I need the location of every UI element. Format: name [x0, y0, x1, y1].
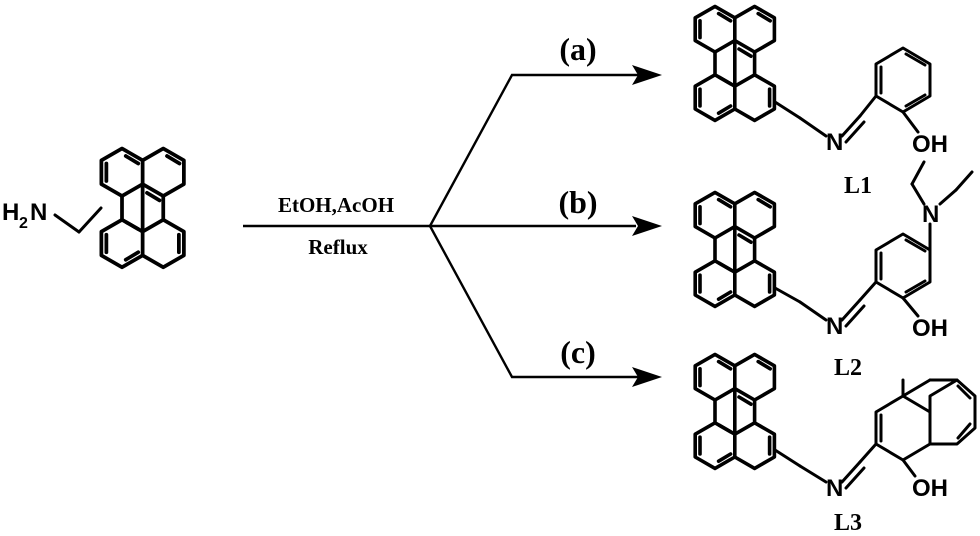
svg-text:2: 2 — [19, 215, 28, 232]
amine-label: H 2 N — [2, 199, 47, 232]
product-l2-structure — [693, 160, 974, 328]
svg-text:H: H — [2, 199, 19, 226]
l2-amine-n-atom: N — [922, 201, 939, 228]
step-b-label: (b) — [558, 184, 597, 220]
product-l2-label: L2 — [834, 355, 862, 381]
l1-n-atom: N — [826, 129, 843, 156]
product-l1-structure — [693, 4, 932, 144]
svg-text:N: N — [30, 199, 47, 226]
l2-n-atom: N — [826, 313, 843, 340]
step-c-label: (c) — [560, 334, 596, 370]
start-material-pyrene — [53, 146, 186, 270]
product-l1-label: L1 — [844, 173, 872, 199]
product-l3-label: L3 — [834, 510, 862, 536]
reaction-arrows — [243, 65, 662, 387]
l2-oh-group: OH — [912, 315, 948, 342]
l3-n-atom: N — [826, 475, 843, 502]
l1-oh-group: OH — [912, 131, 948, 158]
reflux-label: Reflux — [308, 235, 368, 259]
solvent-label: EtOH,AcOH — [278, 193, 394, 217]
step-a-label: (a) — [559, 31, 596, 67]
l3-oh-group: OH — [912, 475, 948, 502]
product-l3-structure — [693, 352, 977, 490]
